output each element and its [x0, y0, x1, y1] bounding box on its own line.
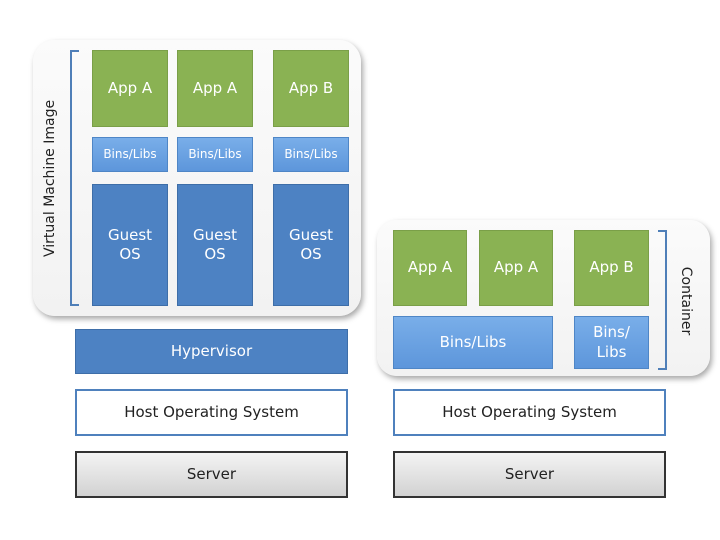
container-label: Container [678, 266, 694, 336]
vm-bins-libs-3: Bins/Libs [273, 137, 349, 172]
container-host-os-layer: Host Operating System [393, 389, 666, 436]
container-server-layer: Server [393, 451, 666, 498]
vm-host-os-layer: Host Operating System [75, 389, 348, 436]
container-app-a-2: App A [479, 230, 553, 306]
hypervisor-layer: Hypervisor [75, 329, 348, 374]
container-bins-libs-single: Bins/ Libs [574, 316, 649, 369]
vm-app-b: App B [273, 50, 349, 127]
container-bins-libs-shared: Bins/Libs [393, 316, 553, 369]
vm-app-a-2: App A [177, 50, 253, 127]
vm-image-bracket [70, 50, 79, 306]
vm-bins-libs-2: Bins/Libs [177, 137, 253, 172]
vm-guest-os-2: Guest OS [177, 184, 253, 306]
vm-bins-libs-1: Bins/Libs [92, 137, 168, 172]
container-app-a-1: App A [393, 230, 467, 306]
vm-app-a-1: App A [92, 50, 168, 127]
vm-image-label: Virtual Machine Image [42, 99, 58, 257]
vm-guest-os-1: Guest OS [92, 184, 168, 306]
container-bracket [658, 230, 667, 370]
vm-server-layer: Server [75, 451, 348, 498]
vm-guest-os-3: Guest OS [273, 184, 349, 306]
container-app-b: App B [574, 230, 649, 306]
